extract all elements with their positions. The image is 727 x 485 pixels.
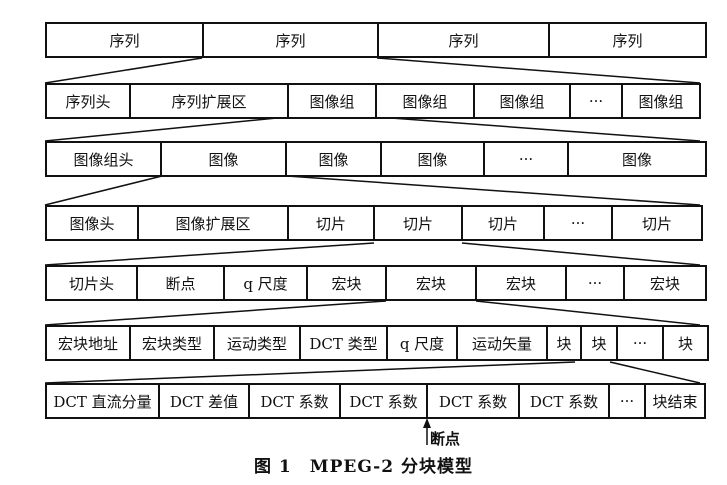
cell-gop: 图像组 (473, 83, 571, 119)
row-slice-detail: 切片头 断点 q 尺度 宏块 宏块 宏块 ··· 宏块 (45, 265, 707, 301)
cell-dct-dc: DCT 直流分量 (45, 383, 160, 419)
cell-ellipsis: ··· (616, 325, 664, 361)
cell-gop-header: 图像组头 (45, 141, 162, 177)
cell-slice: 切片 (461, 205, 545, 241)
cell-ellipsis: ··· (608, 383, 646, 419)
cell-motion-type: 运动类型 (213, 325, 301, 361)
cell-block: 块 (662, 325, 709, 361)
cell-sequence-extension: 序列扩展区 (129, 83, 289, 119)
cell-sequence: 序列 (202, 22, 379, 58)
cell-macroblock: 宏块 (623, 265, 707, 301)
row-sequence-detail: 序列头 序列扩展区 图像组 图像组 图像组 ··· 图像组 (45, 83, 701, 119)
breakpoint-arrow-head (423, 418, 431, 428)
cell-macroblock: 宏块 (475, 265, 567, 301)
cell-macroblock: 宏块 (385, 265, 477, 301)
cell-picture: 图像 (160, 141, 287, 177)
connector-line (286, 175, 701, 206)
connector-line (44, 175, 163, 206)
cell-ellipsis: ··· (543, 205, 613, 241)
cell-q-scale: q 尺度 (223, 265, 308, 301)
cell-dct-coeff: DCT 系数 (426, 383, 520, 419)
connector-line (44, 242, 375, 266)
cell-dct-type: DCT 类型 (299, 325, 388, 361)
cell-gop: 图像组 (287, 83, 377, 119)
cell-dct-coeff: DCT 系数 (339, 383, 428, 419)
cell-picture-extension: 图像扩展区 (137, 205, 289, 241)
cell-dct-diff: DCT 差值 (158, 383, 250, 419)
connector-line (376, 57, 701, 84)
cell-picture: 图像 (285, 141, 382, 177)
cell-mb-address: 宏块地址 (45, 325, 131, 361)
row-block-detail: DCT 直流分量 DCT 差值 DCT 系数 DCT 系数 DCT 系数 DCT… (45, 383, 706, 419)
cell-sequence-header: 序列头 (45, 83, 131, 119)
cell-macroblock: 宏块 (306, 265, 387, 301)
cell-picture: 图像 (567, 141, 707, 177)
connector-line (475, 300, 701, 326)
connector-line (44, 300, 387, 326)
cell-picture: 图像 (380, 141, 485, 177)
cell-motion-vector: 运动矢量 (456, 325, 548, 361)
cell-slice: 切片 (373, 205, 463, 241)
cell-slice: 切片 (287, 205, 375, 241)
breakpoint-label: 断点 (430, 430, 461, 448)
cell-slice: 切片 (611, 205, 703, 241)
cell-block: 块 (580, 325, 618, 361)
connector-line (44, 116, 288, 142)
row-picture-detail: 图像头 图像扩展区 切片 切片 切片 ··· 切片 (45, 205, 703, 241)
cell-sequence: 序列 (548, 22, 707, 58)
cell-q-scale: q 尺度 (386, 325, 458, 361)
cell-picture-header: 图像头 (45, 205, 139, 241)
row-macroblock-detail: 宏块地址 宏块类型 运动类型 DCT 类型 q 尺度 运动矢量 块 块 ··· … (45, 325, 709, 361)
cell-dct-coeff: DCT 系数 (248, 383, 341, 419)
row-gop-detail: 图像组头 图像 图像 图像 ··· 图像 (45, 141, 707, 177)
cell-ellipsis: ··· (569, 83, 623, 119)
row-sequence: 序列 序列 序列 序列 (45, 22, 707, 58)
cell-gop: 图像组 (621, 83, 701, 119)
cell-mb-type: 宏块类型 (129, 325, 215, 361)
connector-line (609, 361, 701, 384)
cell-breakpoint: 断点 (136, 265, 225, 301)
cell-ellipsis: ··· (565, 265, 625, 301)
cell-dct-coeff: DCT 系数 (518, 383, 610, 419)
cell-slice-header: 切片头 (45, 265, 138, 301)
connector-line (44, 361, 576, 384)
cell-sequence: 序列 (45, 22, 204, 58)
cell-gop: 图像组 (375, 83, 475, 119)
connector-line (44, 57, 203, 84)
cell-end-of-block: 块结束 (644, 383, 706, 419)
figure-caption: 图 1 MPEG-2 分块模型 (254, 457, 473, 477)
cell-block: 块 (546, 325, 582, 361)
connector-line (461, 242, 701, 266)
connector-line (376, 116, 701, 142)
cell-ellipsis: ··· (483, 141, 569, 177)
cell-sequence: 序列 (377, 22, 550, 58)
